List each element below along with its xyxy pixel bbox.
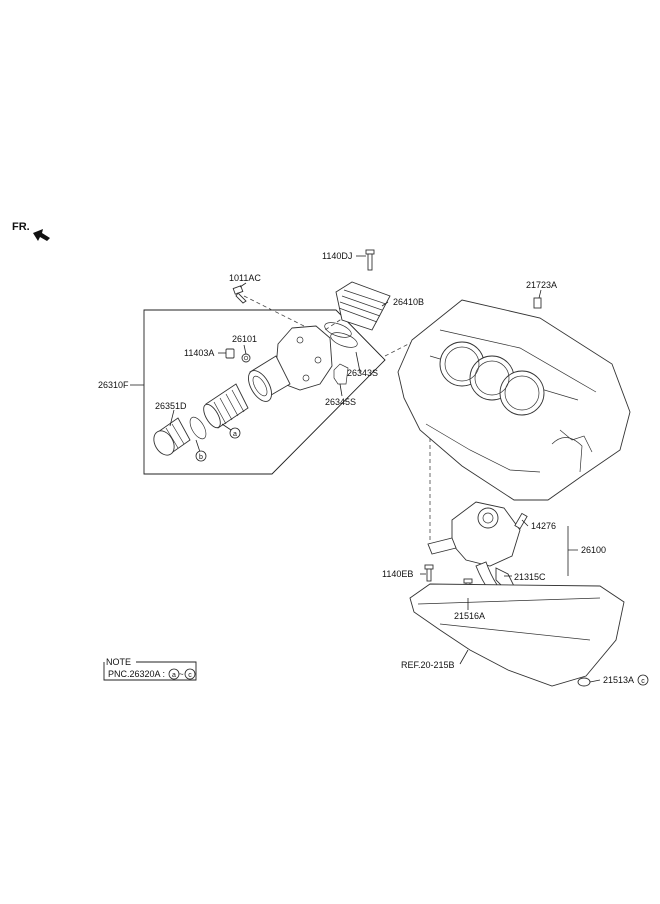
marker-b: b <box>195 450 207 462</box>
label-1011AC: 1011AC <box>229 273 261 283</box>
bolt-1011AC <box>232 285 247 304</box>
front-direction-indicator: FR. <box>12 221 50 241</box>
marker-c-text: c <box>641 678 645 685</box>
marker-b-text: b <box>199 454 203 461</box>
oil-pan <box>409 583 625 687</box>
front-arrow-icon <box>33 229 50 241</box>
note-title: NOTE <box>106 657 131 667</box>
stud-14276 <box>514 512 528 530</box>
o-rings-26343S <box>324 322 358 348</box>
leader-lines <box>130 255 601 683</box>
fr-label: FR. <box>12 221 30 233</box>
oil-filter-element <box>203 383 249 429</box>
note-marker-a: a <box>172 672 176 679</box>
label-26345S: 26345S <box>325 397 356 407</box>
reference-label: REF.20-215B <box>401 660 455 670</box>
label-26101: 26101 <box>232 334 257 344</box>
label-1140DJ: 1140DJ <box>322 251 352 261</box>
alignment-line-cooler-to-housing <box>321 311 353 333</box>
oil-cooler-26410B <box>335 281 391 331</box>
filter-cap-26351D <box>153 417 191 456</box>
dowel-21723A <box>533 297 542 309</box>
engine-block <box>397 299 631 501</box>
label-26310F: 26310F <box>98 380 129 390</box>
label-11403A: 11403A <box>184 348 214 358</box>
marker-a: a <box>229 427 241 439</box>
label-26351D: 26351D <box>155 401 187 411</box>
marker-c: c <box>637 674 649 686</box>
label-26343S: 26343S <box>347 368 378 378</box>
plug-11403A <box>225 348 235 359</box>
label-14276: 14276 <box>531 521 556 531</box>
label-21723A: 21723A <box>526 280 557 290</box>
note-marker-c: c <box>188 672 192 679</box>
note-pnc: PNC.26320A : <box>108 669 165 679</box>
oil-filter-housing <box>248 325 333 402</box>
label-21516A: 21516A <box>454 611 485 621</box>
label-21513A: 21513A <box>603 675 634 685</box>
oil-filter-group-box <box>143 309 386 475</box>
bolt-1140EB <box>424 564 434 582</box>
alignment-line-bolt-to-housing <box>243 295 313 331</box>
label-1140EB: 1140EB <box>382 569 413 579</box>
note-box: NOTE PNC.26320A : a ~ c <box>103 657 197 681</box>
sensor-26101 <box>241 353 251 363</box>
drain-plug-21513A <box>577 677 591 687</box>
bolt-1140DJ <box>365 249 375 271</box>
label-21315C: 21315C <box>514 572 546 582</box>
gasket-26345S <box>333 363 349 385</box>
note-separator: ~ <box>179 670 184 679</box>
marker-a-text: a <box>233 431 237 438</box>
label-26100: 26100 <box>581 545 606 555</box>
o-ring-b <box>189 416 207 440</box>
label-26410B: 26410B <box>393 297 424 307</box>
